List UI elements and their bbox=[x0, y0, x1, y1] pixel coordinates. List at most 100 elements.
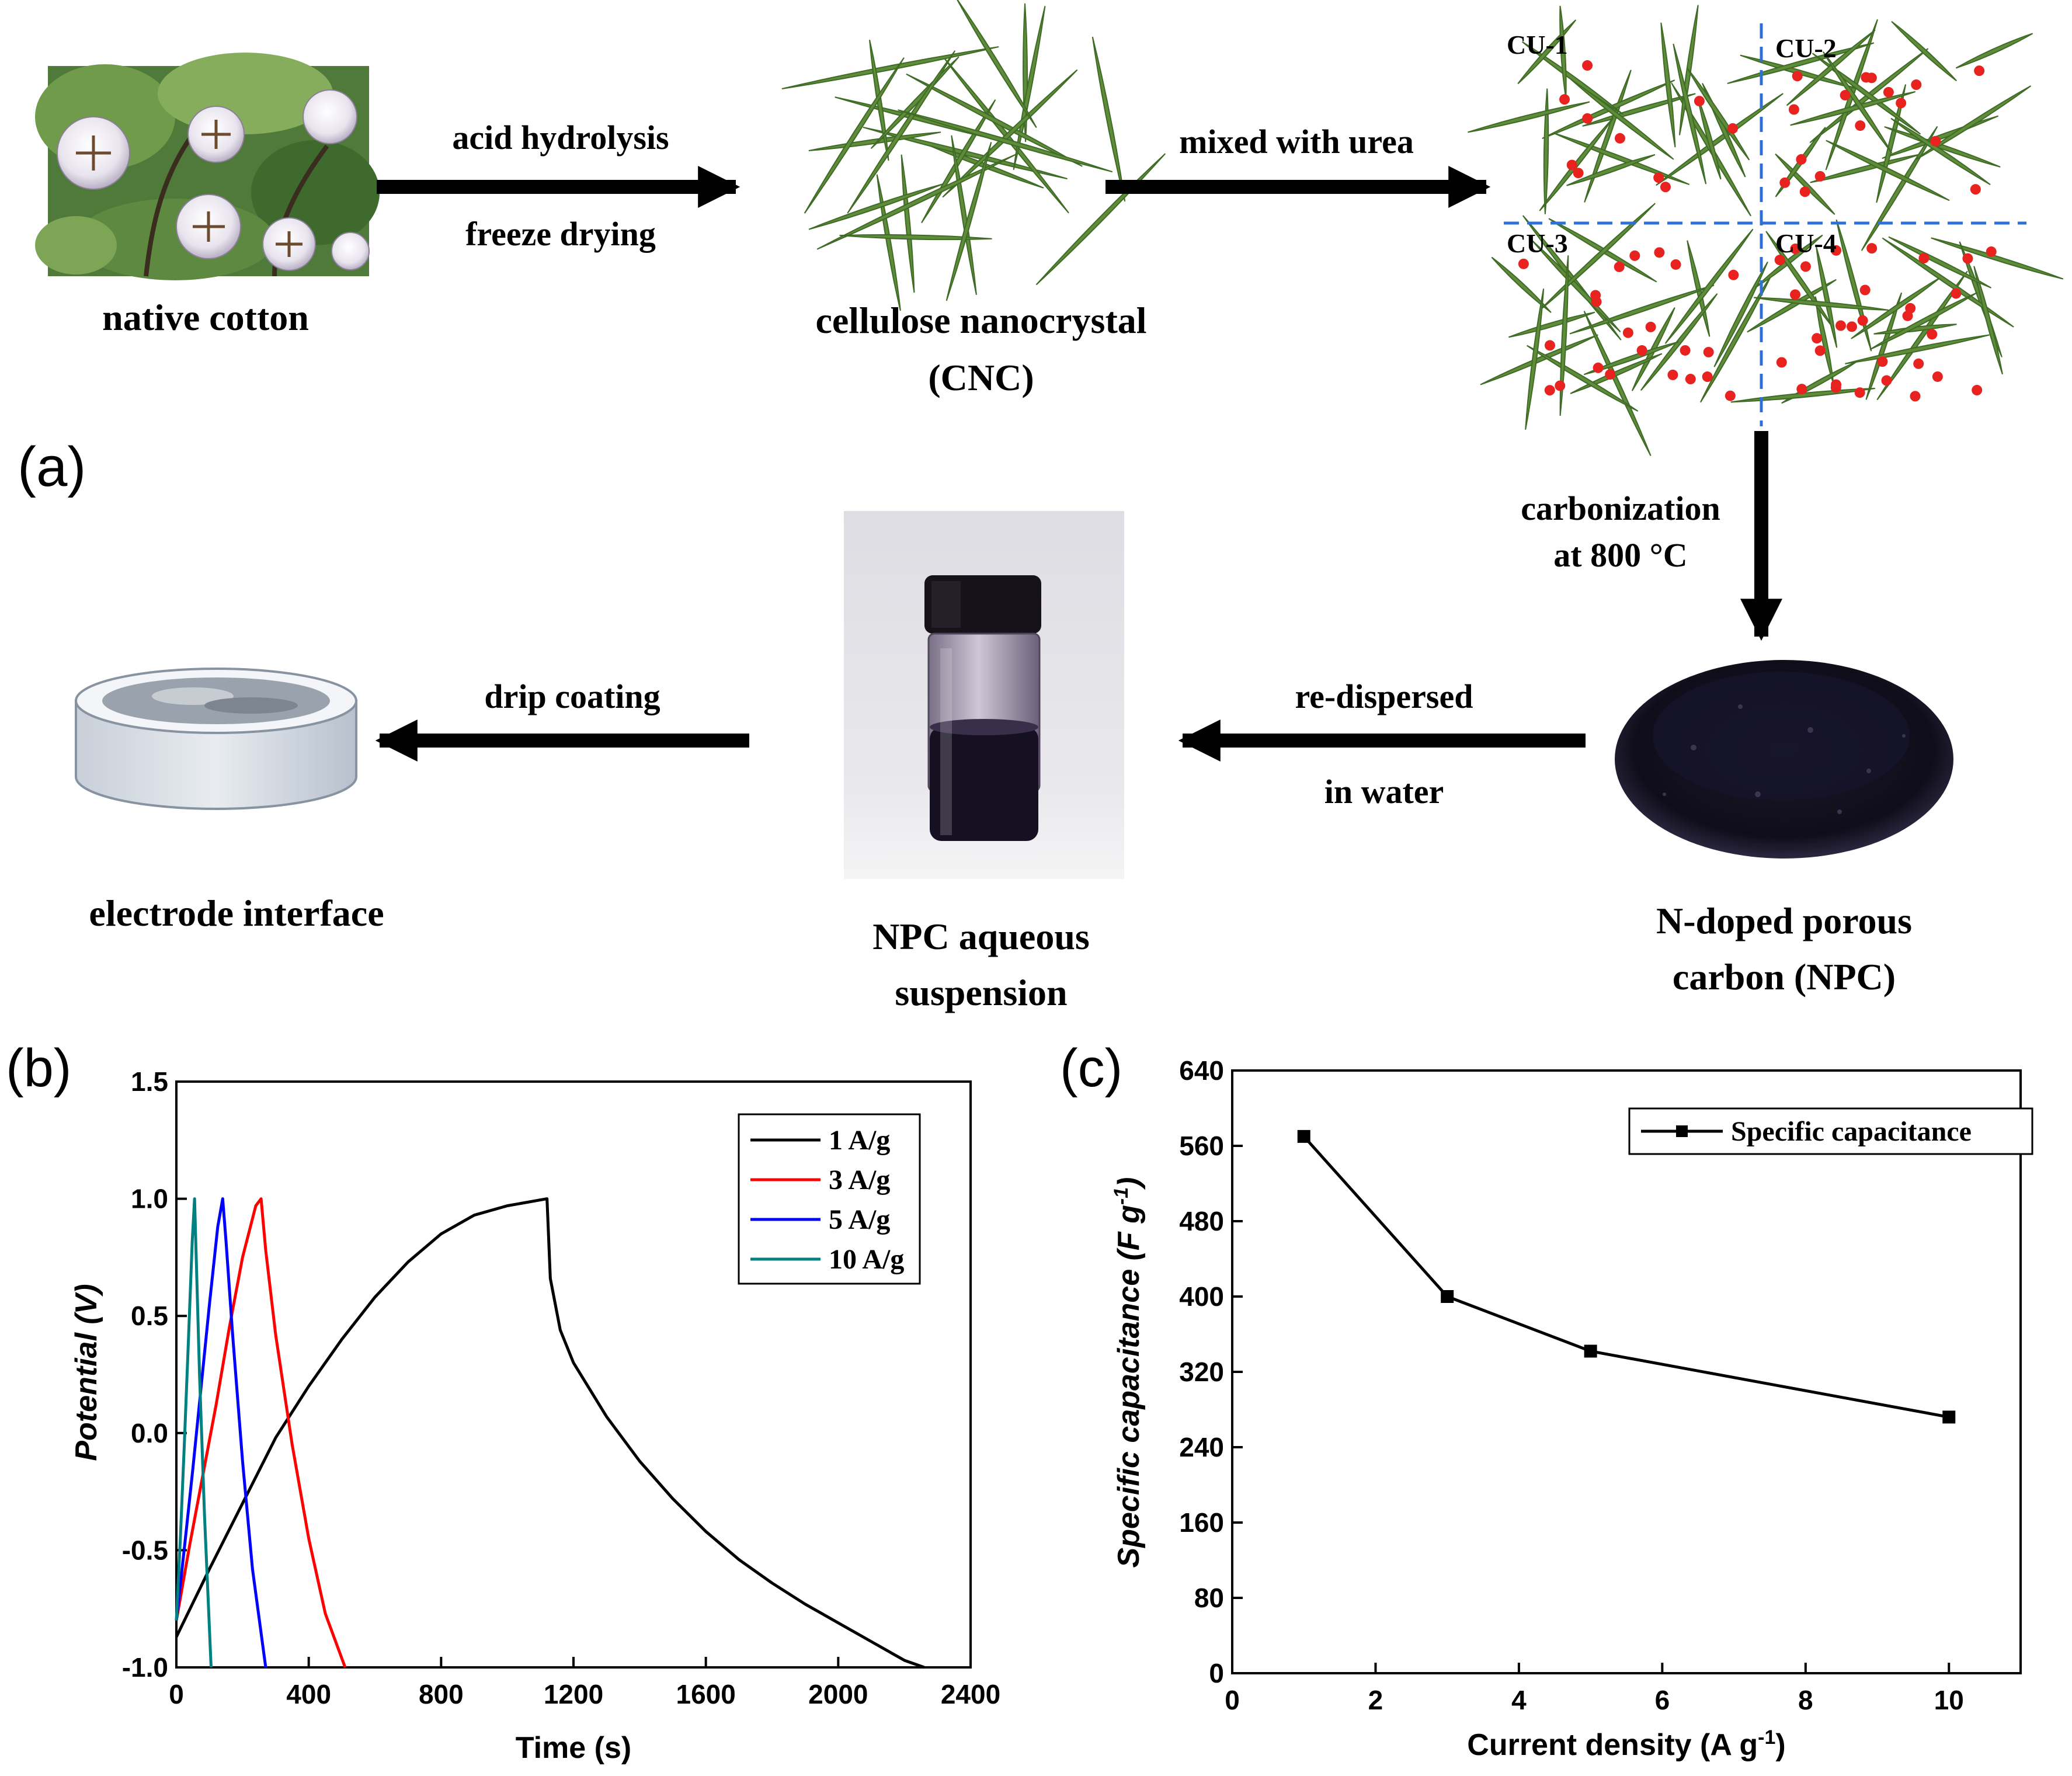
cu-fiber bbox=[1890, 117, 1991, 185]
urea-dot bbox=[1799, 186, 1810, 197]
urea-dot bbox=[1544, 340, 1555, 351]
chart-c-y-tick-label: 560 bbox=[1179, 1131, 1224, 1161]
urea-dot bbox=[1670, 259, 1681, 270]
cu-fiber bbox=[1583, 311, 1652, 456]
urea-dot bbox=[1866, 72, 1877, 84]
urea-dot bbox=[1962, 253, 1973, 264]
urea-dot bbox=[1544, 385, 1555, 396]
urea-dot bbox=[1774, 255, 1785, 266]
urea-dot bbox=[1866, 243, 1878, 254]
chart-c-y-axis-title: Specific capacitance (F g-1) bbox=[1110, 1177, 1146, 1568]
urea-dot bbox=[1918, 253, 1930, 264]
urea-dot bbox=[1653, 172, 1664, 183]
chart-b-x-tick-label: 800 bbox=[419, 1679, 464, 1709]
urea-dot bbox=[1559, 94, 1570, 105]
urea-dot bbox=[1951, 288, 1962, 299]
quadrant-label-cu2: CU-2 bbox=[1775, 33, 1837, 63]
chart-b-x-tick-label: 1200 bbox=[544, 1679, 603, 1709]
urea-dot bbox=[1877, 356, 1888, 367]
urea-dot bbox=[1685, 374, 1696, 385]
urea-dot bbox=[1911, 79, 1922, 91]
cu-fiber bbox=[1673, 43, 1707, 185]
urea-dot bbox=[1614, 133, 1625, 144]
cu-fiber bbox=[1727, 42, 1875, 84]
cu-fiber bbox=[1869, 292, 1978, 350]
urea-dot bbox=[1779, 177, 1791, 188]
urea-dot bbox=[1654, 247, 1665, 258]
cnc-fiber bbox=[816, 154, 1017, 250]
suspension-label-line2: suspension bbox=[895, 972, 1067, 1013]
urea-dot bbox=[1881, 375, 1892, 386]
chart-c-y-tick-label: 480 bbox=[1179, 1206, 1224, 1236]
quadrant-label-cu1: CU-1 bbox=[1507, 30, 1568, 60]
cu-fiber bbox=[1816, 246, 1838, 348]
cu-fiber bbox=[1531, 240, 1621, 332]
urea-dot bbox=[1636, 345, 1647, 356]
chart-b-y-tick-label: 0.5 bbox=[131, 1301, 168, 1331]
urea-dot bbox=[1776, 357, 1787, 368]
cu-fiber bbox=[1553, 132, 1690, 185]
cu-fiber bbox=[1790, 91, 1916, 126]
arrow-label-temperature: at 800 °C bbox=[1553, 536, 1687, 574]
cu-fiber bbox=[1582, 93, 1696, 127]
suspension-label-line1: NPC aqueous bbox=[872, 916, 1090, 957]
cu-fiber bbox=[1468, 101, 1590, 133]
quadrant-label-cu4: CU-4 bbox=[1775, 228, 1837, 258]
cu-fiber bbox=[1570, 353, 1663, 394]
urea-dot bbox=[1814, 345, 1826, 356]
panel-label-a: (a) bbox=[18, 436, 86, 498]
cu-fiber-clusters bbox=[1468, 5, 2064, 456]
arrow-label-acid-hydrolysis: acid hydrolysis bbox=[452, 119, 669, 157]
cu-fiber bbox=[1656, 93, 1784, 186]
urea-dot bbox=[1788, 104, 1799, 115]
urea-dot bbox=[1582, 113, 1593, 124]
cu-fiber bbox=[1826, 140, 1950, 201]
urea-dot bbox=[1812, 333, 1823, 344]
urea-dot bbox=[1727, 123, 1739, 134]
vial-photo bbox=[844, 511, 1124, 879]
cu-fiber bbox=[1521, 41, 1623, 115]
cu-fiber bbox=[1888, 236, 1992, 289]
urea-dot bbox=[1855, 120, 1866, 131]
urea-dot bbox=[1883, 86, 1894, 98]
arrow-label-mixed-with-urea: mixed with urea bbox=[1179, 123, 1414, 161]
chart-b-y-tick-label: 1.5 bbox=[131, 1066, 168, 1097]
cnc-fiber bbox=[1035, 153, 1166, 286]
chart-b-legend-box bbox=[738, 1113, 921, 1285]
cu-fiber bbox=[1525, 289, 1545, 430]
chart-c-plot-frame bbox=[1231, 1069, 2022, 1674]
cnc-fiber bbox=[1091, 36, 1126, 202]
panel-label-c: (c) bbox=[1060, 1038, 1122, 1098]
chart-c-legend-marker bbox=[1676, 1125, 1688, 1137]
npc-powder-image bbox=[1615, 660, 1953, 859]
chart-b-series-line bbox=[175, 1197, 213, 1668]
cu-fiber bbox=[1697, 97, 1722, 180]
arrow-label-carbonization: carbonization bbox=[1521, 489, 1720, 527]
urea-dot bbox=[1800, 261, 1811, 272]
cnc-fiber bbox=[898, 109, 1113, 173]
arrow-label-in-water: in water bbox=[1324, 773, 1444, 811]
cnc-fiber bbox=[781, 46, 999, 89]
cnc-fiber bbox=[957, 0, 1037, 128]
chart-c-x-tick-label: 0 bbox=[1225, 1685, 1240, 1715]
chart-b-x-axis-title: Time (s) bbox=[516, 1731, 631, 1765]
urea-dot bbox=[1566, 159, 1577, 171]
cnc-fiber bbox=[942, 69, 1078, 198]
urea-dot bbox=[1905, 303, 1916, 314]
chart-c-x-tick-label: 4 bbox=[1511, 1685, 1527, 1715]
urea-dot bbox=[1910, 391, 1921, 402]
cu-fiber bbox=[1566, 154, 1656, 186]
cnc-fiber bbox=[808, 183, 944, 230]
urea-dot bbox=[1930, 135, 1941, 147]
chart-b-y-tick-label: 0.0 bbox=[131, 1418, 168, 1448]
urea-dot bbox=[1702, 371, 1713, 383]
urea-dot bbox=[1854, 387, 1865, 398]
cu-fiber bbox=[1955, 33, 2033, 69]
cnc-fiber bbox=[945, 142, 992, 301]
urea-dot bbox=[1518, 258, 1529, 269]
urea-dot bbox=[1725, 390, 1736, 401]
urea-dot bbox=[1974, 65, 1985, 77]
cnc-fiber bbox=[876, 174, 901, 311]
chart-c-data-point bbox=[1942, 1410, 1956, 1424]
